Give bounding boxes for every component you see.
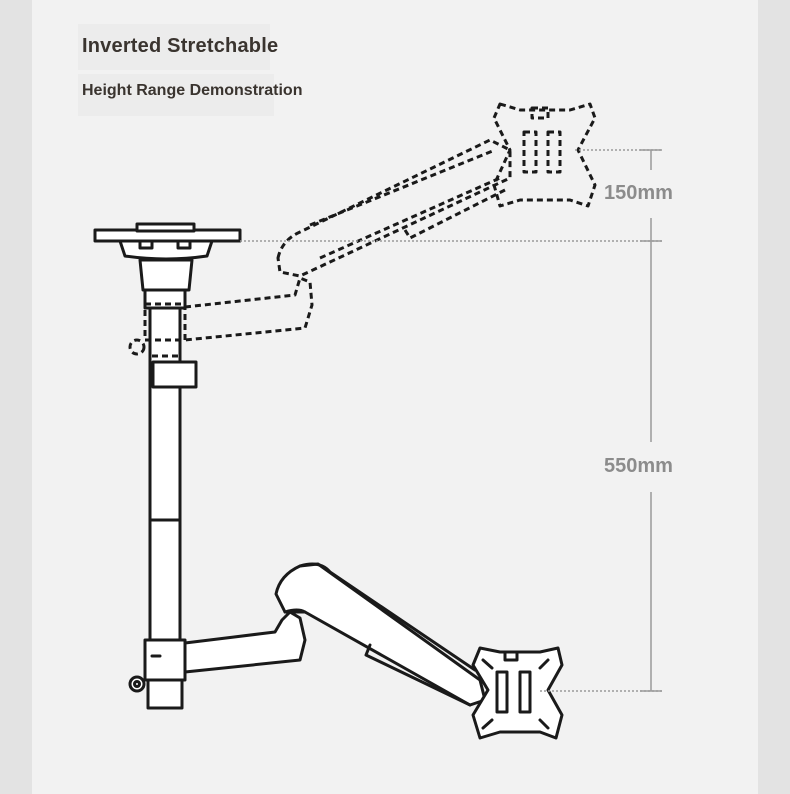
lower-arm-clamp <box>128 638 187 710</box>
dimension-guides <box>240 149 662 692</box>
diagram-title: Inverted Stretchable <box>82 35 279 57</box>
dimension-150-label: 150mm <box>604 182 673 204</box>
dimension-550-label: 550mm <box>604 455 673 477</box>
upper-monitor-arm-dashed <box>128 138 512 358</box>
vertical-pole <box>143 288 198 645</box>
upper-vesa-plate-dashed <box>492 102 597 208</box>
diagram-subtitle: Height Range Demonstration <box>82 82 303 99</box>
lower-vesa-plate <box>471 646 564 740</box>
title-backdrop <box>78 24 270 70</box>
lower-monitor-arm <box>183 562 487 707</box>
ceiling-mount-plate <box>93 222 242 292</box>
subtitle-backdrop <box>78 74 274 116</box>
